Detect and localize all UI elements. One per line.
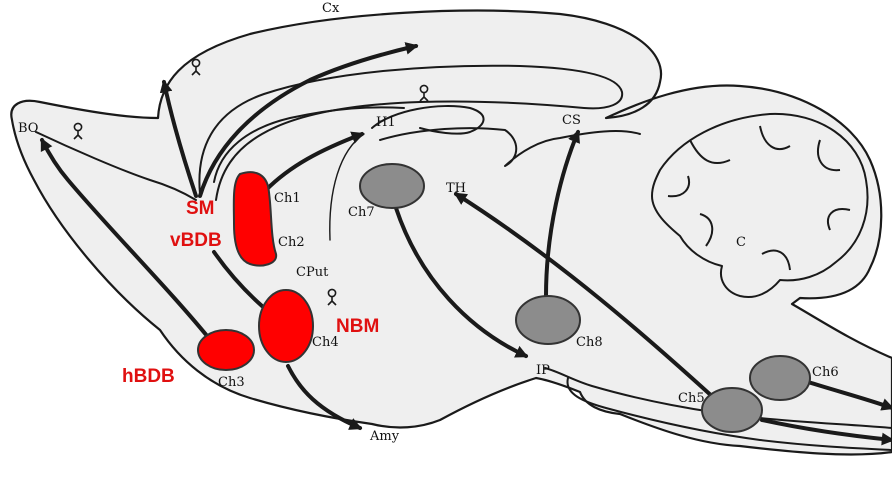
label-cs: CS (562, 113, 581, 128)
label-cput: CPut (296, 265, 329, 280)
nucleus-ch6 (750, 356, 810, 400)
label-cx: Cx (322, 1, 340, 16)
label-ch7: Ch7 (348, 205, 375, 220)
nucleus-ch3 (198, 330, 254, 370)
label-sm: SM (186, 198, 215, 219)
label-vbdb: vBDB (170, 230, 222, 251)
label-ch1: Ch1 (274, 191, 301, 206)
label-hi: H1 (376, 115, 396, 130)
label-th: TH (446, 181, 466, 196)
label-hbdb: hBDB (122, 366, 175, 387)
nucleus-ch7 (360, 164, 424, 208)
label-ch2: Ch2 (278, 235, 305, 250)
label-amy: Amy (369, 429, 400, 444)
label-ch6: Ch6 (812, 365, 839, 380)
label-ch5: Ch5 (678, 391, 705, 406)
nucleus-ch8 (516, 296, 580, 344)
label-bo: BO (18, 121, 38, 136)
nucleus-ch4 (259, 290, 313, 362)
label-ch8: Ch8 (576, 335, 603, 350)
label-nbm: NBM (336, 316, 379, 337)
label-ch3: Ch3 (218, 375, 245, 390)
label-ip: IP (536, 363, 550, 378)
nucleus-ch5 (702, 388, 762, 432)
label-ch4: Ch4 (312, 335, 339, 350)
label-c: C (736, 235, 746, 250)
